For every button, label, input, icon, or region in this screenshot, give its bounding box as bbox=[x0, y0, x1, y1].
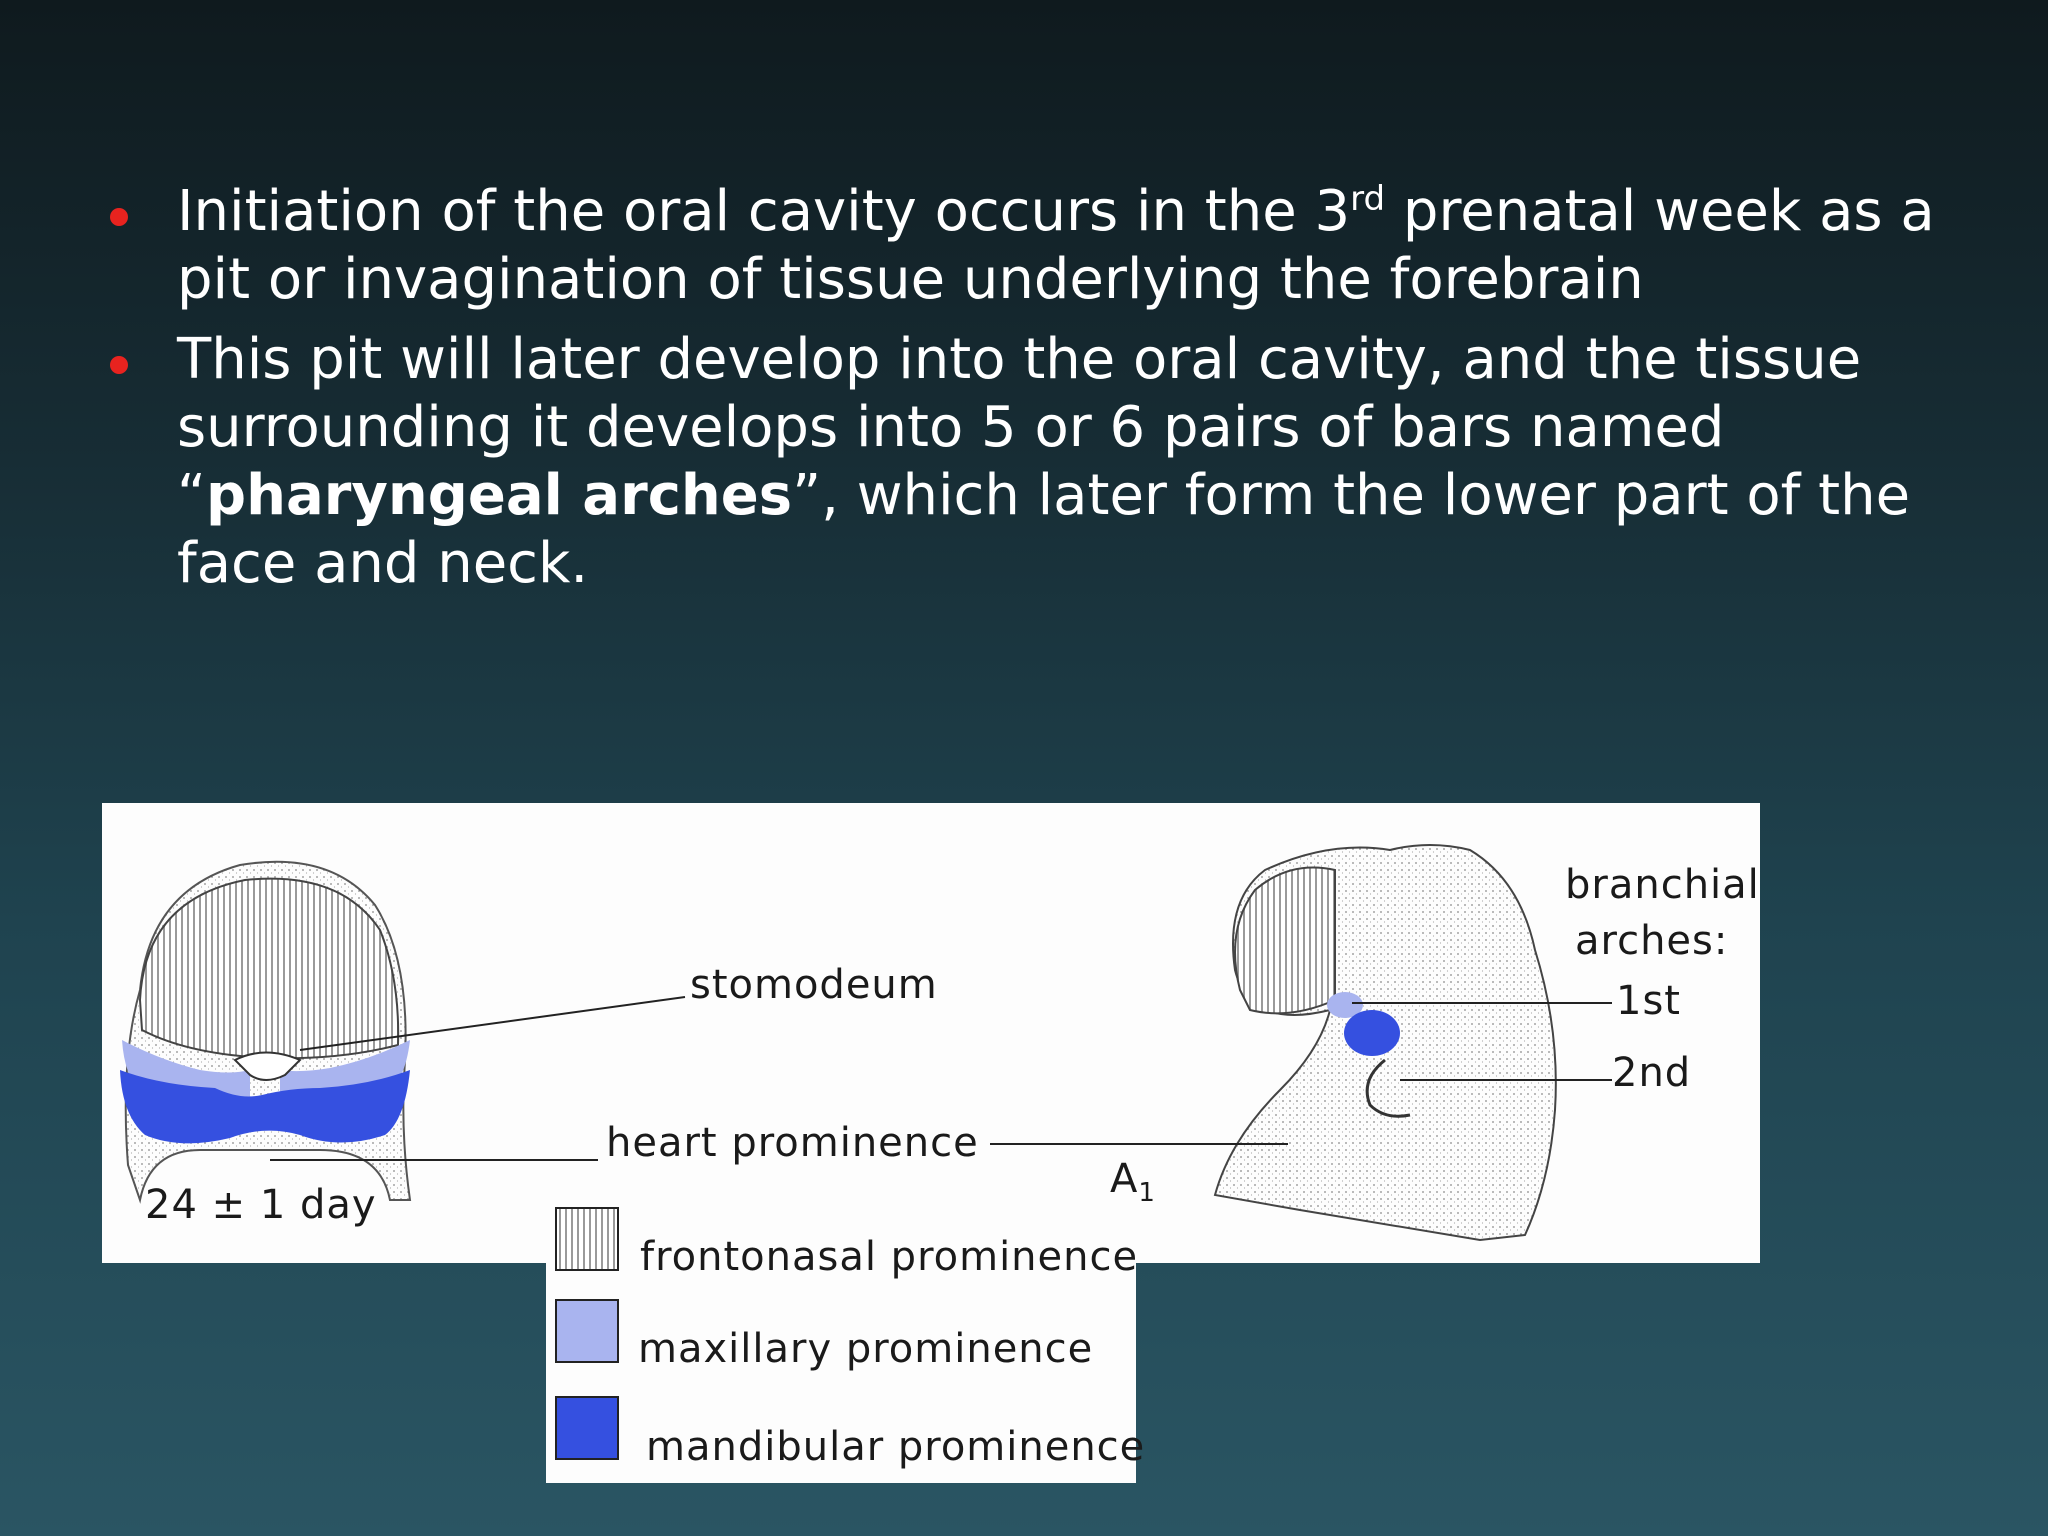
stomodeum-leader-line bbox=[299, 996, 686, 1051]
bullet-dot-icon bbox=[110, 208, 128, 226]
bullet-1-text-before: Initiation of the oral cavity occurs in … bbox=[177, 179, 1351, 244]
age-label: 24 ± 1 day bbox=[145, 1182, 377, 1228]
mandibular-swatch bbox=[555, 1396, 619, 1460]
bullet-2-text-after: ”, which later form the lower part of th… bbox=[177, 463, 1911, 596]
second-arch-label: 2nd bbox=[1612, 1050, 1692, 1096]
legend-panel bbox=[546, 1255, 1136, 1483]
bullet-2-text-before: This pit will later develop into the ora… bbox=[177, 327, 1862, 528]
first-arch-label: 1st bbox=[1616, 978, 1681, 1024]
bullet-1-text-after: prenatal week as a pit or invagination o… bbox=[177, 179, 1935, 312]
branchial-label-line2: arches: bbox=[1575, 918, 1729, 964]
bullet-2-bold-term: pharyngeal arches bbox=[206, 463, 793, 528]
lateral-view-embryo bbox=[1213, 844, 1557, 1242]
legend-frontonasal-label: frontonasal prominence bbox=[640, 1234, 1139, 1280]
bullet-list: Initiation of the oral cavity occurs in … bbox=[110, 178, 1950, 610]
bullet-item-1: Initiation of the oral cavity occurs in … bbox=[110, 178, 1950, 314]
branchial-label-line1: branchial bbox=[1565, 862, 1760, 908]
view-a1-label: A1 bbox=[1110, 1156, 1156, 1208]
heart-prominence-label: heart prominence bbox=[606, 1120, 979, 1166]
bullet-item-2: This pit will later develop into the ora… bbox=[110, 326, 1950, 598]
bullet-1-superscript: rd bbox=[1350, 179, 1386, 219]
frontonasal-swatch bbox=[555, 1207, 619, 1271]
frontal-view-embryo bbox=[120, 860, 412, 1204]
legend-maxillary-label: maxillary prominence bbox=[638, 1326, 1094, 1372]
stomodeum-label: stomodeum bbox=[690, 962, 938, 1008]
legend-mandibular-label: mandibular prominence bbox=[646, 1424, 1146, 1470]
bullet-dot-icon bbox=[110, 356, 128, 374]
maxillary-swatch bbox=[555, 1299, 619, 1363]
